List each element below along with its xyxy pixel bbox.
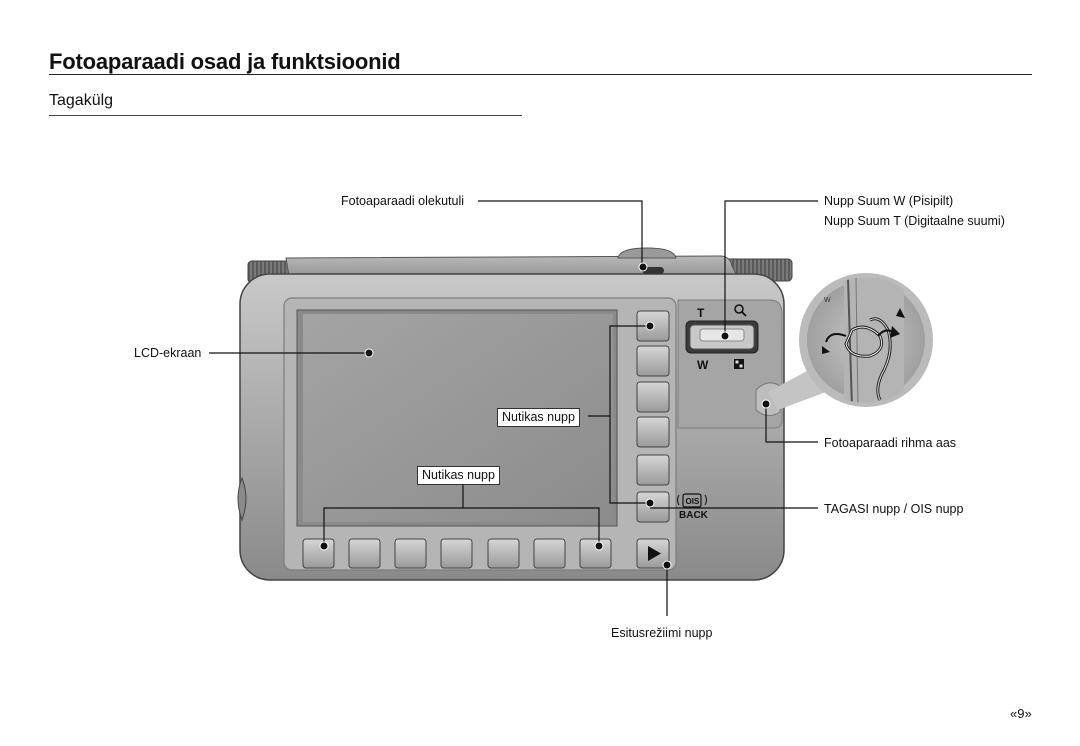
subtitle-rule (49, 115, 522, 116)
smart-button-bottom-4[interactable] (440, 538, 473, 569)
play-icon (648, 546, 661, 561)
smart-buttons-right (636, 310, 670, 523)
label-zoom-t: Nupp Suum T (Digitaalne suumi) (824, 214, 1005, 228)
smart-button-bottom-3[interactable] (394, 538, 427, 569)
section-subtitle: Tagakülg (49, 92, 114, 109)
smart-button-right-4[interactable] (636, 416, 670, 448)
lamp-housing (617, 247, 677, 259)
smart-button-bottom-2[interactable] (348, 538, 381, 569)
side-bump (237, 476, 247, 522)
smart-buttons-bottom (302, 538, 612, 569)
detail-w-marking: W (824, 297, 831, 304)
label-playback: Esitusrežiimi nupp (611, 626, 713, 640)
page-title: Fotoaparaadi osad ja funktsioonid (49, 49, 401, 74)
title-rule (49, 74, 1032, 75)
magnifier-icon (734, 304, 747, 317)
label-strap-eyelet: Fotoaparaadi rihma aas (824, 436, 957, 450)
label-status-lamp: Fotoaparaadi olekutuli (341, 194, 464, 208)
ois-hand-icon: OIS (677, 493, 707, 508)
smart-button-bottom-1[interactable] (302, 538, 335, 569)
page-number: «9» (1010, 706, 1032, 721)
zoom-t-marking: T (697, 306, 705, 320)
ois-marking: OIS (686, 497, 700, 506)
callout-dots (319, 262, 771, 570)
smart-button-right-5[interactable] (636, 454, 670, 486)
smart-button-right-2[interactable] (636, 345, 670, 377)
strap-detail-circle: W (768, 273, 933, 410)
smart-button-right-3[interactable] (636, 381, 670, 413)
callout-lines (209, 200, 818, 616)
smart-button-bottom-6[interactable] (533, 538, 566, 569)
smart-button-bottom-5[interactable] (487, 538, 520, 569)
status-lamp (642, 267, 664, 274)
zoom-w-marking: W (697, 358, 709, 372)
label-back-ois: TAGASI nupp / OIS nupp (824, 502, 964, 516)
label-smart-button-bottom: Nutikas nupp (417, 466, 500, 485)
back-ois-button[interactable] (636, 491, 670, 523)
thumbnail-grid-icon (734, 359, 744, 369)
label-lcd: LCD-ekraan (134, 346, 202, 360)
label-zoom-w: Nupp Suum W (Pisipilt) (824, 194, 954, 208)
back-marking: BACK (679, 510, 709, 521)
label-smart-button-right: Nutikas nupp (497, 408, 580, 427)
playback-button[interactable] (636, 538, 670, 569)
